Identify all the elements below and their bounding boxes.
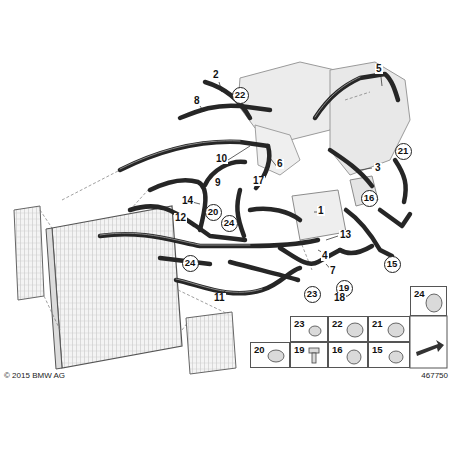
callout-number: 19 [293, 345, 306, 355]
inset-cell: 15 [368, 342, 410, 368]
hose [280, 248, 340, 264]
clamp-icon [268, 350, 284, 362]
callout-number: 12 [174, 213, 187, 223]
callout-number: 3 [374, 163, 382, 173]
callout-number: 22 [235, 90, 246, 100]
assembly-line [40, 210, 52, 228]
callout-number: 9 [214, 178, 222, 188]
callout-number: 6 [276, 159, 284, 169]
callout-number: 24 [185, 258, 196, 268]
callout-number: 4 [321, 251, 329, 261]
hose [100, 234, 318, 246]
hose [340, 246, 372, 253]
callout-number: 8 [193, 96, 201, 106]
callout-circle: 22 [232, 87, 249, 104]
hose [176, 268, 300, 293]
screw-icon [309, 348, 319, 353]
clamp-icon [388, 323, 404, 337]
clamp-icon [309, 326, 321, 336]
callout-number: 15 [387, 259, 398, 269]
callout-number: 16 [331, 345, 344, 355]
inset-cell: 22 [328, 316, 368, 342]
callout-number: 5 [375, 64, 383, 74]
inset-cell: 19 [290, 342, 328, 368]
callout-number: 21 [371, 319, 384, 329]
callout-number: 23 [293, 319, 306, 329]
callout-number: 23 [307, 289, 318, 299]
callout-number: 7 [329, 266, 337, 276]
hose [205, 162, 245, 185]
diagram-number: 467750 [420, 372, 449, 380]
leader-line [219, 82, 222, 92]
hose [237, 190, 244, 236]
thermostat [350, 176, 378, 206]
clamp-icon [389, 351, 403, 363]
callout-number: 18 [333, 293, 346, 303]
hose-highlight [315, 77, 360, 117]
assembly-line [178, 290, 228, 314]
inset-cell: 16 [328, 342, 368, 368]
hose [330, 150, 372, 186]
copyright-note: © 2015 BMW AG [3, 372, 66, 380]
callout-circle: 24 [182, 255, 199, 272]
radiator-tank [46, 228, 62, 369]
callout-circle: 20 [205, 204, 222, 221]
left-cooler [14, 206, 44, 300]
callout-number: 15 [371, 345, 384, 355]
assembly-line [182, 322, 188, 330]
inset-cell: 23 [290, 316, 328, 342]
hose [315, 74, 398, 118]
leader-line [326, 236, 338, 240]
hose [205, 82, 250, 118]
expansion-tank [292, 190, 346, 240]
clamp-icon [347, 323, 363, 337]
assembly-line [44, 296, 60, 330]
inset-cell: 20 [250, 342, 290, 368]
clamp-icon [426, 294, 442, 312]
screw-icon [312, 353, 316, 363]
callout-circle: 15 [384, 256, 401, 273]
clamp-icon [347, 350, 361, 364]
callout-number: 2 [212, 70, 220, 80]
radiator [52, 206, 182, 368]
inset-cell: 24 [410, 286, 447, 316]
callout-number: 20 [208, 207, 219, 217]
callout-circle: 21 [395, 143, 412, 160]
assembly-line [62, 170, 120, 200]
callout-number: 17 [252, 176, 265, 186]
leader-line [360, 168, 372, 170]
leader-line [228, 146, 250, 160]
hose [180, 106, 270, 118]
arrow-icon [416, 340, 444, 356]
inset-cell: 21 [368, 316, 410, 342]
callout-circle: 16 [361, 190, 378, 207]
hose-highlight [100, 233, 250, 245]
hose [380, 210, 410, 226]
pump-housing [255, 125, 300, 175]
assembly-line [345, 92, 370, 100]
hose [395, 160, 406, 202]
hose-highlight [120, 141, 240, 169]
callout-number: 20 [253, 345, 266, 355]
hose [120, 142, 268, 170]
callout-number: 11 [213, 293, 226, 303]
callout-number: 21 [398, 146, 409, 156]
callout-circle: 23 [304, 286, 321, 303]
right-cooler [186, 312, 236, 374]
callout-number: 22 [331, 319, 344, 329]
leader-line [381, 77, 382, 86]
callout-number: 24 [224, 218, 235, 228]
hose [250, 209, 300, 220]
callout-number: 19 [339, 283, 350, 293]
callout-number: 14 [181, 196, 194, 206]
callout-number: 1 [317, 206, 325, 216]
callout-number: 10 [215, 154, 228, 164]
callout-circle: 24 [221, 215, 238, 232]
leader-line [200, 106, 204, 112]
callout-number: 24 [413, 289, 426, 299]
hose-highlight [176, 279, 262, 292]
callout-number: 16 [364, 193, 375, 203]
callout-number: 13 [339, 230, 352, 240]
inset-cell [410, 316, 447, 368]
